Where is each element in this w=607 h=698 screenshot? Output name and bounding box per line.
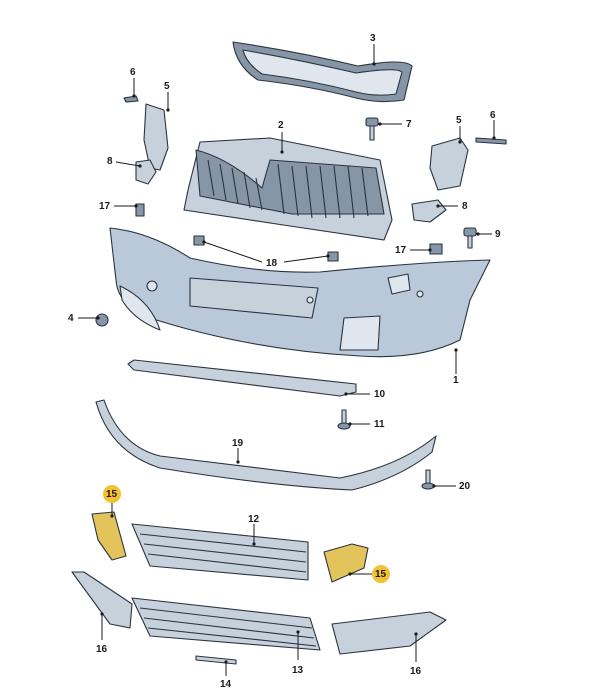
callout-label: 4 xyxy=(68,313,74,324)
callout-label: 20 xyxy=(459,481,471,492)
callout-label: 17 xyxy=(395,245,407,256)
highlight-badge xyxy=(372,565,390,583)
callout-label: 14 xyxy=(220,679,232,690)
callout-label: 16 xyxy=(96,644,108,655)
callout-label: 1 xyxy=(453,375,459,386)
part-trim-15-left xyxy=(91,511,127,561)
callout-label: 15 xyxy=(106,489,118,500)
part-trim-16-left xyxy=(71,571,133,629)
part-clip-right xyxy=(475,137,507,145)
part-bumper-cover xyxy=(109,227,491,358)
callout-1: 1 xyxy=(453,350,459,386)
part-bracket-left xyxy=(143,103,169,171)
callout-15-right: 15 xyxy=(350,565,390,583)
callout-label: 9 xyxy=(495,229,501,240)
part-spoiler-lip xyxy=(95,399,437,491)
callout-5-left: 5 xyxy=(164,81,170,110)
callout-8-left: 8 xyxy=(107,156,141,167)
part-trim-15-right xyxy=(323,543,369,583)
callout-12: 12 xyxy=(248,514,260,544)
callout-label: 6 xyxy=(490,110,496,121)
part-trim-16-right xyxy=(331,611,447,655)
callout-label: 15 xyxy=(375,569,387,580)
callout-label: 8 xyxy=(107,156,113,167)
callout-label: 6 xyxy=(130,67,136,78)
part-mount-right xyxy=(411,199,447,223)
callout-label: 12 xyxy=(248,514,260,525)
callout-label: 18 xyxy=(266,258,278,269)
callout-7: 7 xyxy=(380,119,412,130)
callout-3: 3 xyxy=(370,33,376,64)
callout-label: 16 xyxy=(410,666,422,677)
part-grille-frame xyxy=(232,41,413,103)
callout-label: 11 xyxy=(374,419,385,430)
callout-9: 9 xyxy=(478,229,501,240)
callout-label: 5 xyxy=(456,115,462,126)
part-clip-17-left xyxy=(135,203,145,217)
callout-16-right: 16 xyxy=(410,634,422,677)
callout-6-right: 6 xyxy=(490,110,496,138)
part-lower-grille-upper xyxy=(131,523,309,581)
callout-4: 4 xyxy=(68,313,98,324)
callout-20: 20 xyxy=(434,481,471,492)
part-strip-14 xyxy=(195,655,237,665)
callout-13: 13 xyxy=(292,632,304,676)
callout-2: 2 xyxy=(278,120,284,152)
callout-17-right: 17 xyxy=(395,245,430,256)
part-clip-18-left xyxy=(193,235,205,246)
callout-19: 19 xyxy=(232,438,244,462)
callout-14: 14 xyxy=(220,662,232,690)
callout-10: 10 xyxy=(346,389,386,400)
part-radiator-grille xyxy=(183,137,393,241)
callout-label: 17 xyxy=(99,201,111,212)
part-bracket-right xyxy=(429,137,469,191)
part-clip-left xyxy=(123,95,139,103)
callout-label: 10 xyxy=(374,389,386,400)
callout-5-right: 5 xyxy=(456,115,462,142)
callout-label: 2 xyxy=(278,120,284,131)
callout-label: 3 xyxy=(370,33,376,44)
callout-label: 13 xyxy=(292,665,304,676)
callout-8-right: 8 xyxy=(438,201,468,212)
leader-dots xyxy=(96,62,496,664)
part-reinforcement-strip xyxy=(127,359,357,397)
callout-16-left: 16 xyxy=(96,614,108,655)
callout-label: 5 xyxy=(164,81,170,92)
callout-17-left: 17 xyxy=(99,201,136,212)
part-lower-grille-lower xyxy=(131,597,321,651)
callout-label: 19 xyxy=(232,438,244,449)
callout-11: 11 xyxy=(350,419,385,430)
highlight-badge xyxy=(103,485,121,503)
callout-label: 8 xyxy=(462,201,468,212)
part-screw-11 xyxy=(337,409,351,430)
callout-6-left: 6 xyxy=(130,67,136,96)
callout-15-left: 15 xyxy=(103,485,121,516)
callout-18: 18 xyxy=(203,241,329,269)
part-cap-4 xyxy=(95,313,109,327)
part-screw-7 xyxy=(365,117,379,141)
part-screw-20 xyxy=(421,469,435,490)
part-clip-17-right xyxy=(429,243,443,255)
callout-label: 7 xyxy=(406,119,412,130)
part-screw-9 xyxy=(463,227,477,249)
